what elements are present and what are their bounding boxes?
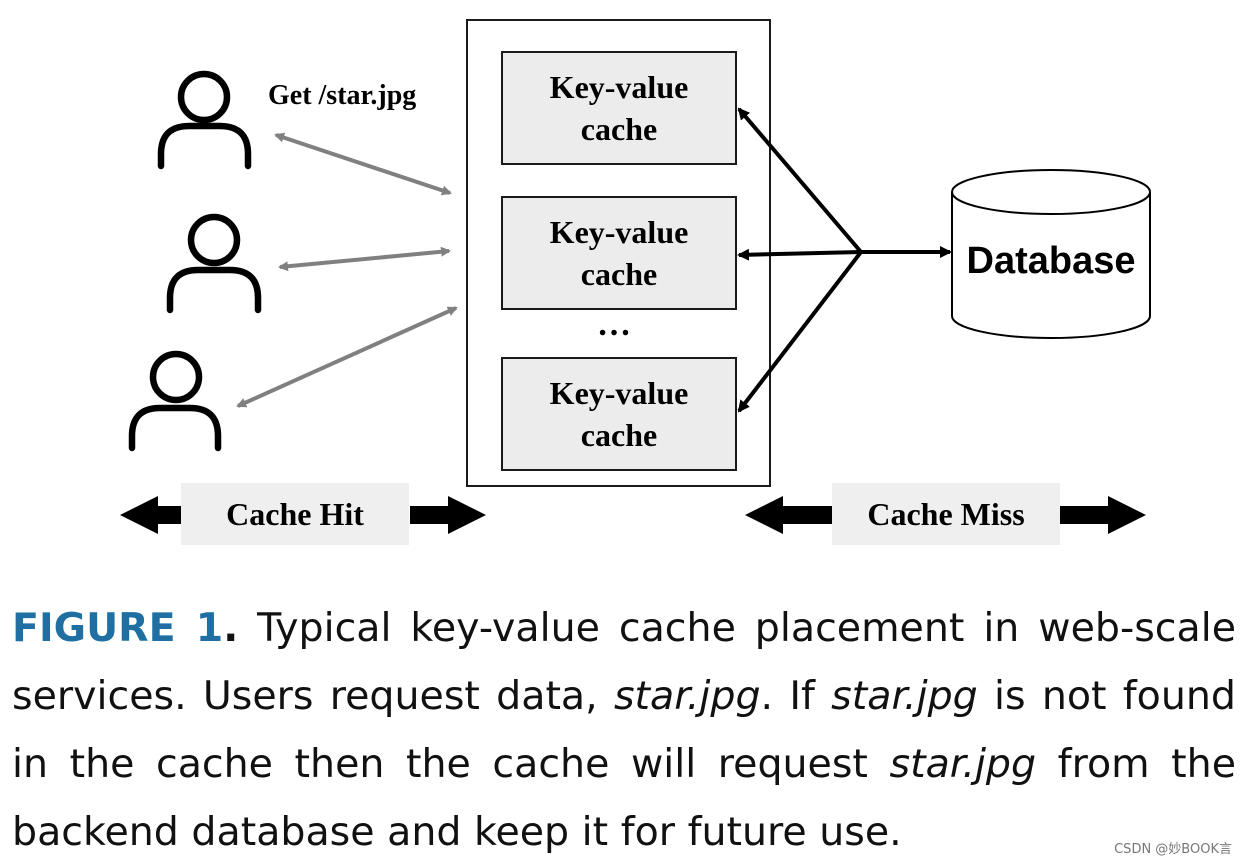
kv-cache-line2: cache <box>580 111 658 147</box>
user-icon <box>166 213 262 314</box>
cache-hit-left-arrow <box>120 496 182 534</box>
cache-db-arrow <box>737 250 863 413</box>
request-arrow <box>274 132 452 196</box>
caption-text: is not found in the cache then the cache… <box>12 673 1236 787</box>
request-arrow <box>236 306 458 408</box>
figure-label-dot: . <box>223 605 239 651</box>
user-icon <box>128 350 222 452</box>
kv-cache-line2: cache <box>580 417 658 453</box>
watermark: CSDN @妙BOOK言 <box>1114 842 1232 857</box>
database-icon <box>951 169 1151 339</box>
caption-text: Typical key-value cache placement in web… <box>12 605 1236 719</box>
cache-hit-label: Cache Hit <box>181 483 409 545</box>
kv-cache-box: Key-value cache <box>501 357 737 471</box>
kv-cache-line1: Key-value <box>549 69 689 105</box>
caption-text: from the backend database and keep it fo… <box>12 741 1237 855</box>
request-label: Get /star.jpg <box>268 80 417 111</box>
cache-miss-label: Cache Miss <box>832 483 1060 545</box>
cache-miss-left-arrow <box>745 496 833 534</box>
kv-cache-line2: cache <box>580 256 658 292</box>
database-label: Database <box>966 240 1136 282</box>
caption-text: . If <box>760 673 832 719</box>
kv-cache-line1: Key-value <box>549 214 689 250</box>
request-arrow <box>278 246 451 272</box>
caption-filename: star.jpg <box>613 673 761 719</box>
cache-hit-right-arrow <box>410 496 486 534</box>
kv-cache-line1: Key-value <box>549 375 689 411</box>
cache-miss-right-arrow <box>1060 496 1146 534</box>
figure-caption: FIGURE 1. Typical key-value cache placem… <box>12 594 1236 866</box>
cache-diagram: Get /star.jpg Key-value cache Key-value ca… <box>120 19 1151 545</box>
caption-filename: star.jpg <box>889 741 1037 787</box>
kv-cache-box: Key-value cache <box>501 196 737 310</box>
user-icon <box>157 70 252 170</box>
figure-label: FIGURE 1 <box>12 605 224 651</box>
cache-db-arrow <box>737 107 863 254</box>
cache-db-arrow <box>737 248 862 261</box>
kv-cache-box: Key-value cache <box>501 51 737 165</box>
caption-filename: star.jpg <box>831 673 978 719</box>
ellipsis: … <box>597 306 631 343</box>
